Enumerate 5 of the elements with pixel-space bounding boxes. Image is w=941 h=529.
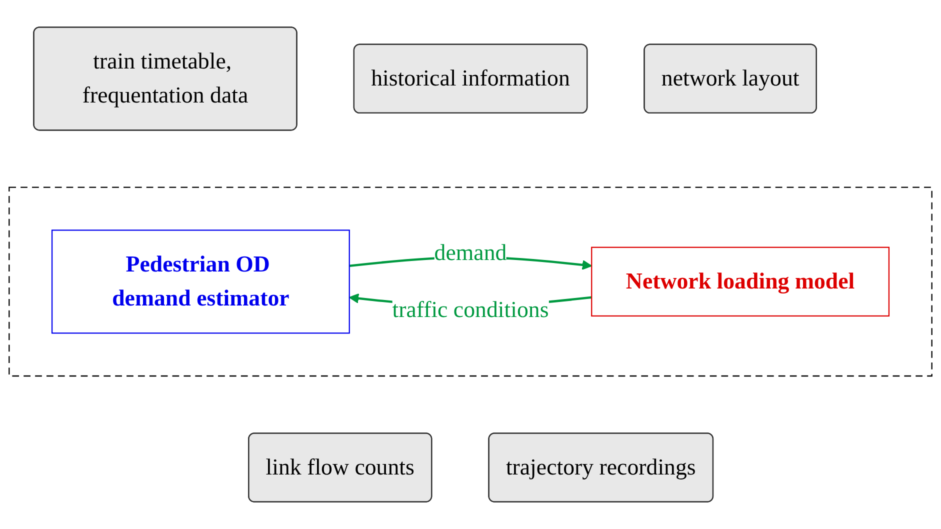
node-box: Network loading model [591,246,890,317]
edge-label: demand [434,240,507,266]
node-box: Pedestrian OD demand estimator [51,230,350,334]
cluster [8,186,932,377]
edge-label: traffic conditions [392,298,549,323]
